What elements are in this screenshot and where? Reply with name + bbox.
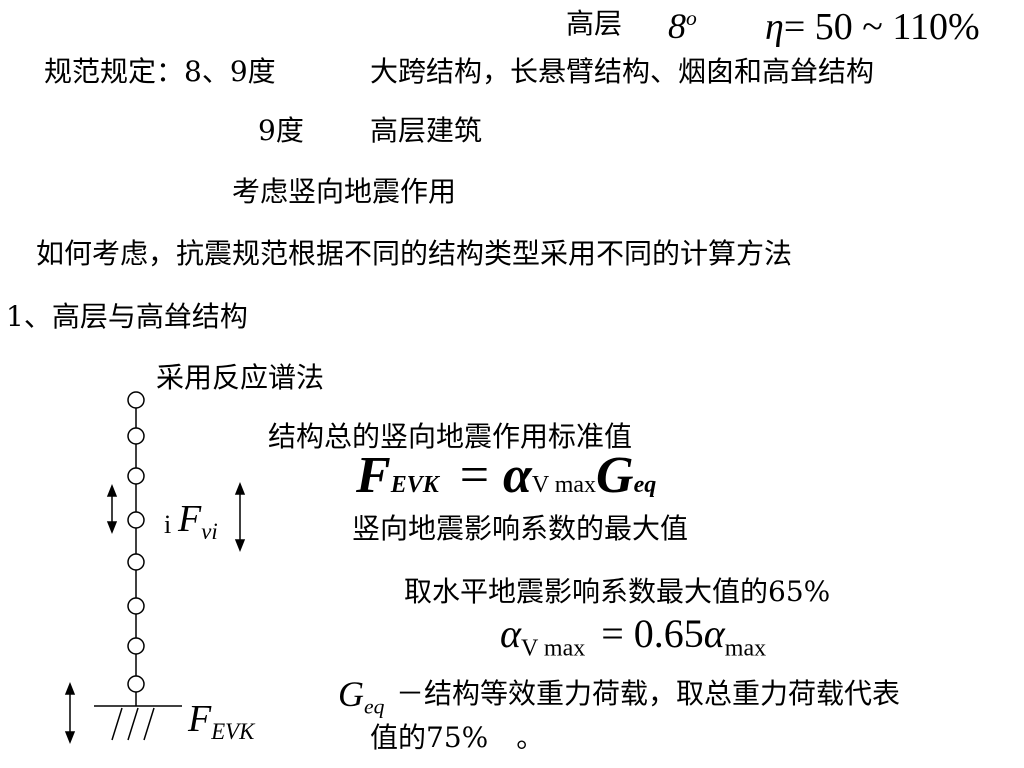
ground-hatch [111, 707, 123, 741]
mass-node [127, 637, 145, 655]
mass-node [127, 553, 145, 571]
arrow-head-up [106, 483, 118, 497]
eta-range-value: = 50 ~ 110% [783, 6, 980, 48]
fvi-label: Fvi [178, 498, 218, 544]
mass-node [127, 427, 145, 445]
ground-hatch [143, 707, 155, 741]
deg9-item: 高层建筑 [370, 114, 483, 147]
arrow-head-down [64, 731, 76, 745]
take-65-desc: 取水平地震影响系数最大值的65% [404, 575, 831, 608]
formula-alpha: αV max = 0.65αmax [500, 611, 767, 662]
mass-node [127, 467, 145, 485]
arrow-head-up [64, 681, 76, 695]
deg9: 9度 [258, 114, 304, 147]
consider-vertical: 考虑竖向地震作用 [232, 175, 457, 208]
mass-node [127, 597, 145, 615]
geq-desc-2: 值的75% 。 [370, 721, 545, 754]
arrow-head-down [106, 521, 118, 535]
geq-desc: －结构等效重力荷载，取总重力荷载代表 [396, 677, 901, 710]
arrow-head-up [234, 481, 246, 495]
code-rule-items: 大跨结构，长悬臂结构、烟囱和高耸结构 [370, 55, 875, 88]
eta-symbol: η [765, 6, 784, 48]
arrow-head-down [234, 539, 246, 553]
high-rise-label: 高层 [566, 7, 623, 40]
mass-node [127, 391, 145, 409]
base-fevk-label: FEVK [188, 698, 255, 744]
code-rule: 规范规定：8、9度 [44, 55, 276, 88]
mass-node [127, 675, 145, 693]
ground-hatch [127, 707, 139, 741]
section-1-heading: 1、高层与高耸结构 [6, 300, 248, 333]
node-i-label: i [164, 510, 172, 539]
coef-max-desc: 竖向地震影响系数的最大值 [352, 512, 689, 545]
degree-sup: o [686, 6, 697, 30]
eta-range: η= 50 ~ 110% [765, 8, 980, 46]
formula-fevk: FEVK =αV maxGeq [356, 447, 657, 504]
how-to-consider: 如何考虑，抗震规范根据不同的结构类型采用不同的计算方法 [36, 237, 793, 270]
total-vertical-action: 结构总的竖向地震作用标准值 [268, 420, 633, 453]
degree-value: 8o [668, 6, 697, 46]
mass-node [127, 511, 145, 529]
response-spectrum-method: 采用反应谱法 [156, 361, 325, 394]
geq-symbol: Geq [338, 674, 385, 719]
degree-number: 8 [668, 6, 686, 46]
